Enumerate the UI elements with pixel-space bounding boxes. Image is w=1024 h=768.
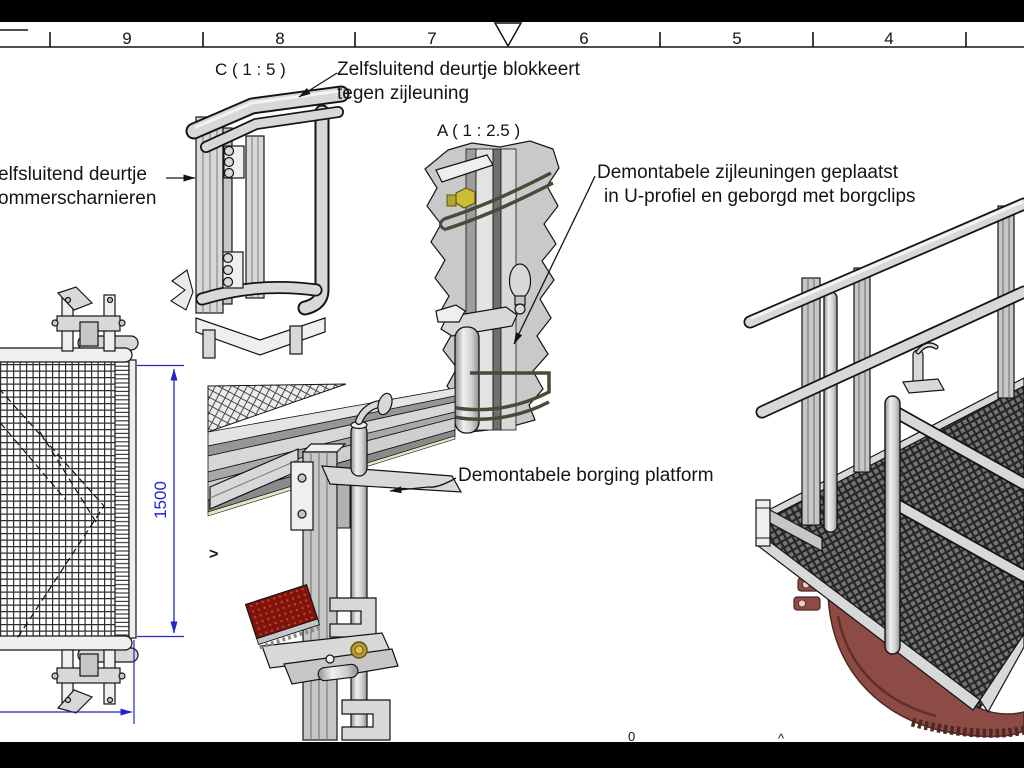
- ruler-number: 6: [579, 29, 589, 48]
- center-mark-triangle: [493, 22, 523, 48]
- detail-a-label: A ( 1 : 2.5 ): [437, 121, 521, 140]
- bottom-bracket: [51, 649, 126, 714]
- step-pedal: [244, 583, 322, 650]
- pin-knob: [377, 392, 393, 416]
- detail-a-view: [424, 140, 560, 434]
- bolt-yellow: [446, 187, 476, 209]
- leader-lines: [166, 72, 596, 494]
- letterbox-top: [0, 0, 1024, 22]
- ruler-number: 4: [884, 29, 894, 48]
- dimension-1500-text: 1500: [151, 481, 170, 519]
- ruler-number: 9: [122, 29, 132, 48]
- borgclip-wire-top: [439, 171, 554, 232]
- top-bracket: [51, 286, 126, 352]
- ruler-number: 8: [275, 29, 285, 48]
- annotation-side-rail-line1: Demontabele zijleuningen geplaatst: [597, 162, 899, 183]
- annotation-gate-hinge-line1: elfsluitend deurtje: [0, 164, 147, 185]
- isometric-overview: [743, 197, 1024, 738]
- spring-hinge-bottom: [222, 251, 244, 289]
- break-mark: >: [209, 546, 219, 563]
- gear-teeth: [910, 717, 1024, 738]
- ruler-number: 5: [732, 29, 742, 48]
- tank-lug: [793, 596, 821, 611]
- detail-c-label: C ( 1 : 5 ): [215, 60, 286, 79]
- annotation-platform-lock: Demontabele borging platform: [458, 465, 714, 486]
- spring-hinge-top: [223, 145, 245, 179]
- sheet-ruler: [0, 22, 1024, 48]
- left-top-view: [0, 286, 139, 714]
- dimension-bottom-lines: [0, 640, 135, 724]
- platform-lock-detail-view: [207, 383, 463, 741]
- railing: [743, 197, 1024, 655]
- deck-lock-pin: [902, 342, 945, 394]
- annotation-gate-block-line2: tegen zijleuning: [337, 83, 470, 104]
- partial-glyph: 0: [628, 729, 636, 744]
- annotation-gate-block-line1: Zelfsluitend deurtje blokkeert: [337, 59, 580, 80]
- ball-knob: [508, 263, 532, 315]
- ruler-number: 7: [427, 29, 437, 48]
- letterbox-bottom: [0, 742, 1024, 768]
- annotation-side-rail-line2: in U-profiel en geborgd met borgclips: [604, 186, 916, 207]
- dimension-1500-lines: [137, 364, 184, 638]
- detail-c-view: [170, 85, 350, 359]
- annotation-gate-hinge-line2: ommerscharnieren: [0, 188, 157, 209]
- partial-glyph: ^: [778, 731, 785, 746]
